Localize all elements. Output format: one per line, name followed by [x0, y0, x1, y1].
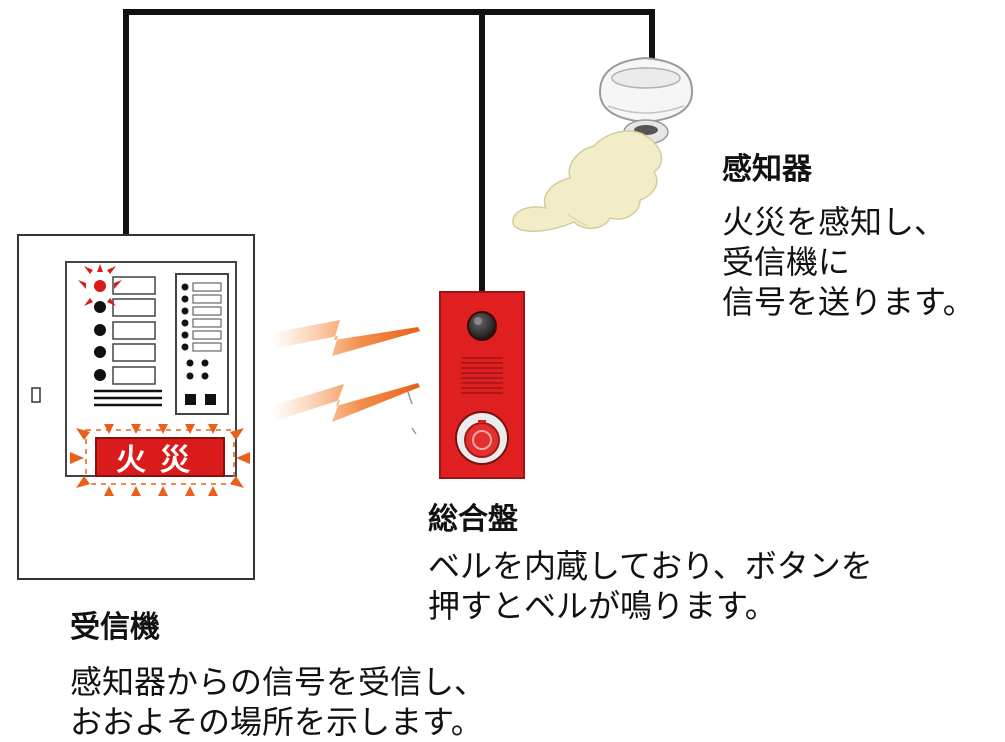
detector-desc-line: 信号を送ります。: [722, 283, 975, 321]
push-button-icon: [455, 411, 509, 465]
alarm-arrows-icon: [70, 424, 250, 496]
smoke-icon: [512, 130, 663, 232]
receiver-title: 受信機: [70, 610, 160, 645]
panel-title: 総合盤: [428, 502, 518, 537]
control-subpanel: [175, 273, 229, 415]
indicator-lamp-icon: [467, 311, 497, 341]
fire-display-text: 火災: [116, 443, 204, 478]
panel-caption: 総合盤 ベルを内蔵しており、ボタンを 押すとベルが鳴ります。: [428, 500, 873, 626]
door-handle-icon: [31, 387, 41, 403]
zone-indicator-panel: [94, 276, 162, 407]
general-panel-device: [439, 291, 525, 479]
wiring: [123, 9, 655, 292]
receiver-device: 火災: [17, 234, 255, 580]
signal-wave-icon: [272, 320, 420, 435]
detector-desc-line: 受信機に: [722, 243, 851, 281]
detector-title: 感知器: [722, 152, 812, 187]
lamp-flash-icon: [78, 264, 122, 306]
receiver-desc-line: 感知器からの信号を受信し、: [70, 663, 487, 701]
smoke-wisp: [567, 213, 589, 227]
panel-desc-line: ベルを内蔵しており、ボタンを: [428, 547, 873, 585]
speaker-grille-icon: [461, 357, 503, 394]
detector-caption: 感知器 火災を感知し、 受信機に 信号を送ります。: [722, 150, 975, 322]
smoke-detector-icon: [598, 56, 694, 145]
fire-display: 火災: [85, 429, 235, 485]
detector-desc-line: 火災を感知し、: [722, 203, 947, 241]
panel-desc-line: 押すとベルが鳴ります。: [428, 587, 777, 625]
receiver-desc-line: おおよその場所を示します。: [70, 703, 483, 741]
receiver-caption: 受信機 感知器からの信号を受信し、 おおよその場所を示します。: [70, 608, 486, 742]
